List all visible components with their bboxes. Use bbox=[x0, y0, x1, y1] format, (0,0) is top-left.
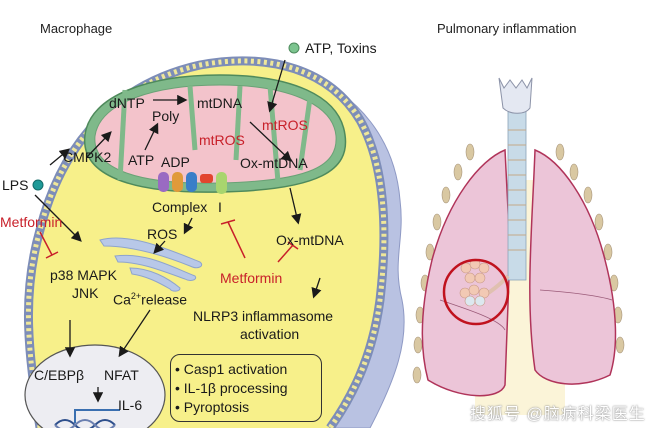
cmpk2-label: CMPK2 bbox=[63, 149, 112, 165]
cristae bbox=[117, 85, 313, 183]
mtros-upper-label: mtROS bbox=[262, 117, 308, 133]
complex-number-label: I bbox=[218, 199, 222, 215]
ox-mtdna-inner-label: Ox-mtDNA bbox=[240, 155, 308, 171]
jnk-label: JNK bbox=[72, 285, 99, 301]
outcomes-box: • Casp1 activation • IL-1β processing • … bbox=[170, 354, 322, 422]
pulmonary-panel-title: Pulmonary inflammation bbox=[437, 21, 577, 36]
dntp-label: dNTP bbox=[109, 95, 145, 111]
mtros-center-label: mtROS bbox=[199, 132, 245, 148]
ros-label: ROS bbox=[147, 226, 178, 242]
transcription-arrow bbox=[74, 409, 120, 423]
inflammation-highlight-circle bbox=[442, 258, 510, 326]
metformin-center-label: Metformin bbox=[220, 270, 283, 286]
ca-release-label: Ca2+release bbox=[113, 292, 187, 307]
outcome-item: • Casp1 activation bbox=[175, 361, 288, 377]
atp-toxins-label: ATP, Toxins bbox=[305, 40, 377, 56]
mtdna-label: mtDNA bbox=[197, 95, 243, 111]
pathway-arrows bbox=[34, 59, 322, 403]
macrophage-panel-title: Macrophage bbox=[40, 21, 113, 36]
complex-label: Complex bbox=[152, 199, 208, 215]
watermark: 搜狐号 @脑病科梁医生 bbox=[470, 406, 646, 423]
ox-mtdna-outer-label: Ox-mtDNA bbox=[276, 232, 344, 248]
membrane-beads bbox=[25, 58, 387, 428]
lps-dot bbox=[32, 179, 44, 191]
nucleus bbox=[24, 344, 166, 428]
outcome-item: • IL-1β processing bbox=[175, 380, 288, 396]
nlrp3-line2-label: activation bbox=[240, 326, 300, 342]
atp-label: ATP bbox=[128, 152, 155, 168]
cebpb-label: C/EBPβ bbox=[34, 367, 85, 383]
lungs-illustration bbox=[412, 77, 625, 415]
nfat-label: NFAT bbox=[104, 367, 139, 383]
il6-label: IL-6 bbox=[118, 397, 143, 413]
electron-transport-complexes bbox=[158, 172, 227, 194]
poly-label: Poly bbox=[152, 108, 180, 124]
release-text: release bbox=[141, 291, 188, 308]
ca-superscript: 2+ bbox=[130, 291, 142, 301]
nlrp3-line1-label: NLRP3 inflammasome bbox=[193, 308, 334, 324]
ca-text: Ca bbox=[113, 291, 131, 308]
dna-helix bbox=[54, 419, 116, 428]
lps-label: LPS bbox=[2, 177, 29, 193]
metformin-left-label: Metformin bbox=[0, 214, 63, 230]
adp-label: ADP bbox=[161, 154, 190, 170]
outcome-item: • Pyroptosis bbox=[175, 399, 250, 415]
endoplasmic-reticulum bbox=[99, 237, 203, 292]
atp-toxin-dot bbox=[288, 42, 300, 54]
metformin-inhibition-lines bbox=[39, 219, 299, 263]
p38-mapk-label: p38 MAPK bbox=[50, 267, 117, 283]
